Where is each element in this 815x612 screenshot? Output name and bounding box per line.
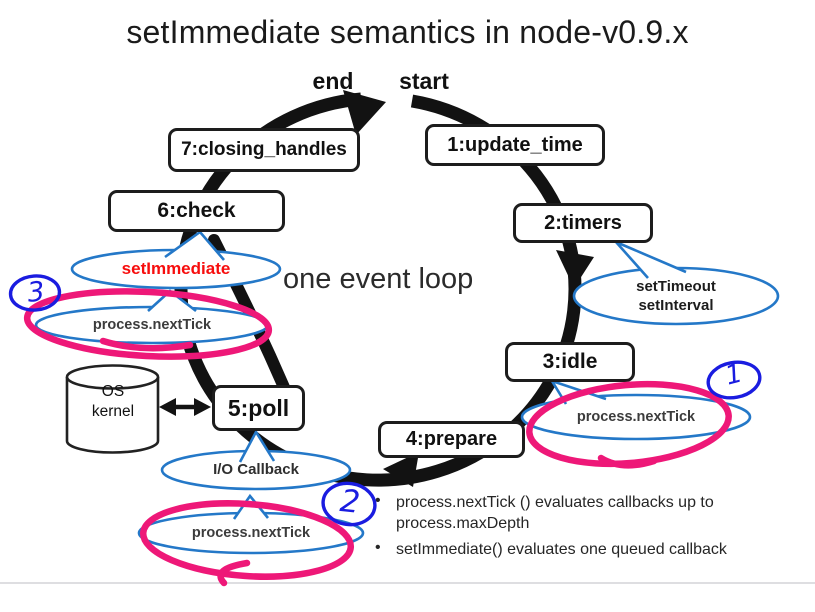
pink-highlight-left — [23, 288, 273, 360]
stage-check: 6:check — [108, 190, 285, 232]
prepare-to-poll-arrowhead-icon — [383, 452, 419, 487]
nexttick-bottom-bubble — [137, 493, 365, 555]
nexttick-bottom-label: process.nextTick — [191, 525, 311, 541]
note-bullet-2: • — [375, 539, 381, 556]
stage-idle: 3:idle — [505, 342, 635, 382]
page-title: setImmediate semantics in node-v0.9.x — [126, 14, 689, 50]
pen-circle-1 — [706, 360, 762, 400]
note-1-line-1: process.nextTick () evaluates callbacks … — [396, 494, 714, 511]
pen-circle-3 — [8, 274, 62, 312]
nexttick-left-label: process.nextTick — [92, 317, 212, 333]
kernel-poll-double-arrow-icon — [159, 398, 211, 416]
pen-circle-2 — [321, 481, 377, 527]
io-callback-label: I/O Callback — [213, 461, 299, 478]
setimmediate-bubble-label: setImmediate — [121, 259, 231, 278]
setinterval-line: setInterval — [638, 297, 714, 314]
end-arrowhead-icon — [343, 90, 386, 135]
stage-poll: 5:poll — [212, 385, 305, 431]
settimeout-bubble-label: setTimeout setInterval — [591, 277, 761, 315]
stage-prepare: 4:prepare — [378, 421, 525, 458]
kernel-line: kernel — [91, 403, 135, 420]
note-1-line-2: process.maxDepth — [396, 515, 530, 532]
loop-center-label: one event loop — [283, 263, 474, 295]
os-line: OS — [101, 383, 125, 400]
pink-highlight-bottom — [139, 500, 355, 587]
stage-update-time: 1:update_time — [425, 124, 605, 166]
setimmediate-bubble — [70, 230, 282, 290]
note-2-line-1: setImmediate() evaluates one queued call… — [396, 541, 727, 558]
settimeout-line: setTimeout — [636, 278, 716, 295]
timers-arrowhead-icon — [556, 250, 594, 288]
bottom-divider — [0, 582, 815, 584]
os-kernel-label: OS kernel — [67, 382, 159, 422]
pen-number-3: 3 — [25, 276, 47, 309]
stage-closing-handles: 7:closing_handles — [168, 128, 360, 172]
pen-number-2: 2 — [338, 483, 362, 521]
stage-timers: 2:timers — [513, 203, 653, 243]
nexttick-right-label: process.nextTick — [576, 409, 696, 425]
note-bullet-1: • — [375, 492, 381, 509]
pink-highlight-right — [526, 380, 732, 469]
loop-start-label: start — [399, 68, 449, 94]
io-callback-bubble — [160, 429, 352, 491]
loop-end-label: end — [312, 68, 354, 94]
settimeout-bubble — [572, 240, 780, 326]
os-kernel-cylinder-icon — [65, 364, 160, 454]
